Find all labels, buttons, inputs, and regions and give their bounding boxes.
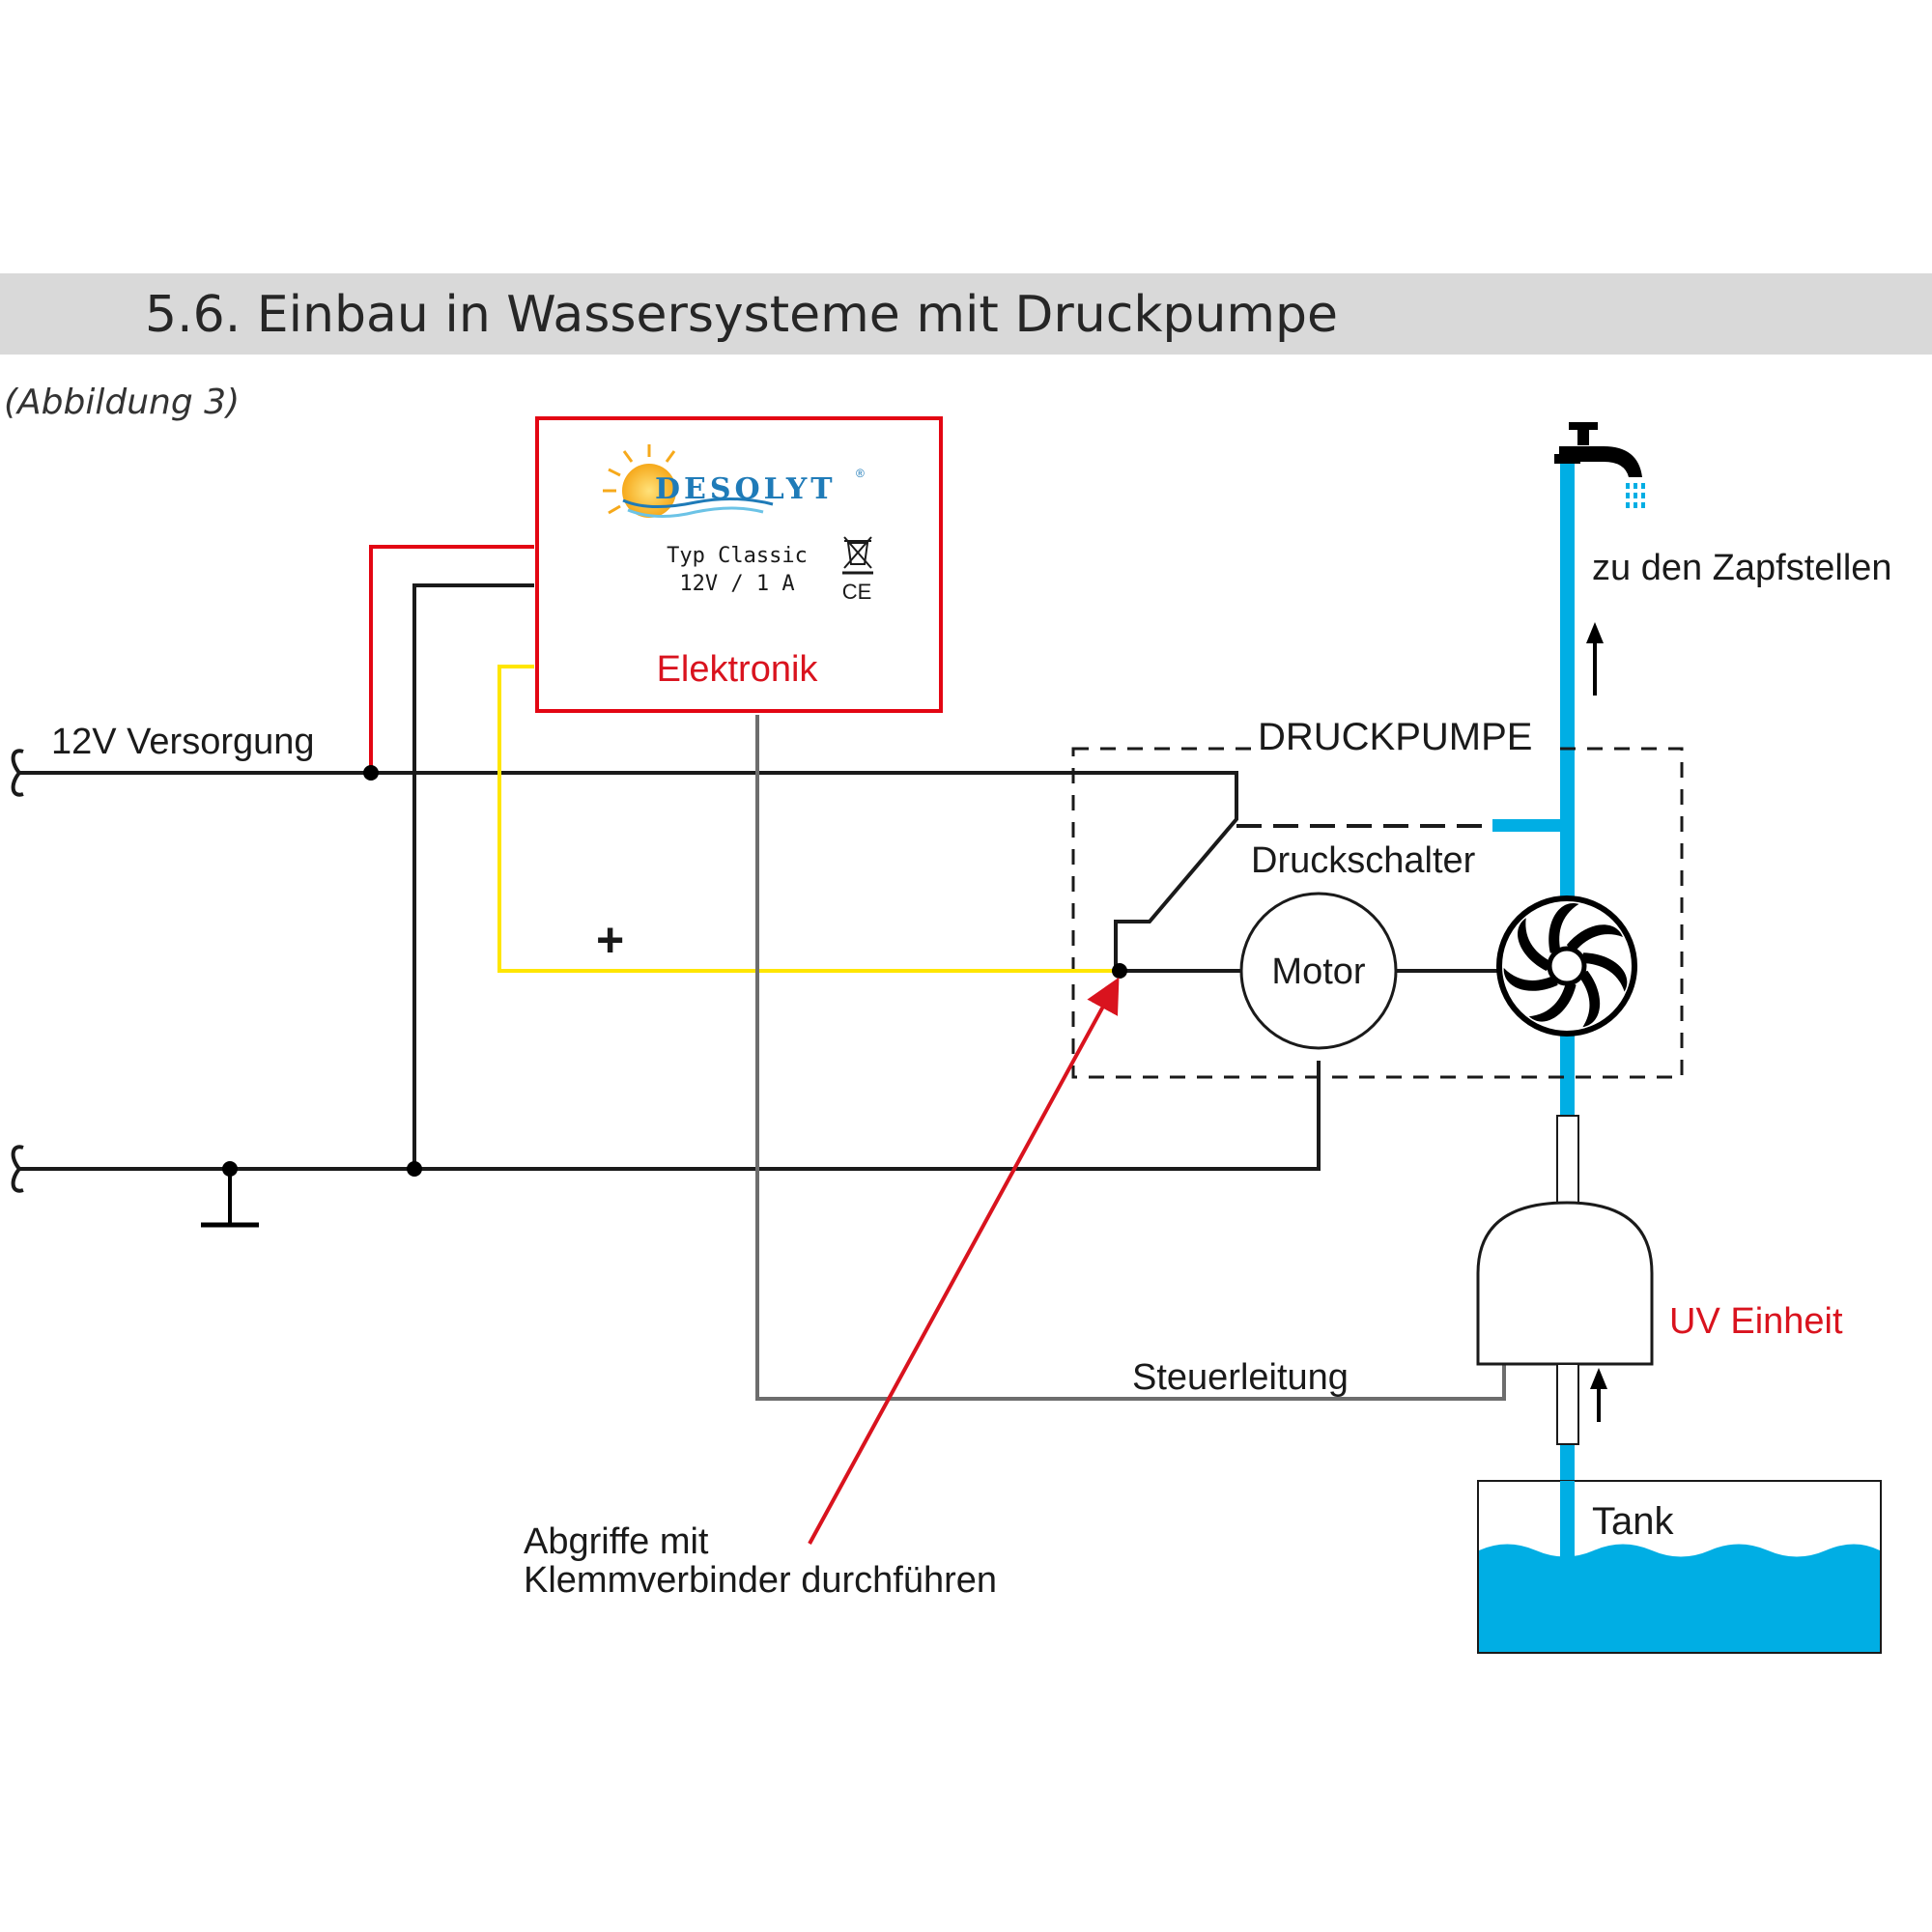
flow-arrow-up-icon bbox=[1586, 622, 1604, 696]
brand-registered-mark: ® bbox=[856, 467, 865, 480]
red-positive-wire bbox=[369, 545, 534, 773]
weee-bin-icon bbox=[842, 536, 873, 575]
black-ground-wire bbox=[412, 583, 534, 1169]
annotation-note-line2: Klemmverbinder durchführen bbox=[524, 1560, 997, 1601]
pressure-switch-label: Druckschalter bbox=[1251, 840, 1476, 881]
junction-dot bbox=[363, 765, 379, 781]
flow-arrow-up-icon bbox=[1590, 1368, 1607, 1422]
uv-inlet-tube bbox=[1556, 1363, 1579, 1445]
water-drops-icon bbox=[1626, 483, 1645, 508]
impeller-icon bbox=[1496, 895, 1637, 1037]
brand-name: DESOLYT bbox=[655, 472, 837, 506]
junction-dot bbox=[407, 1161, 422, 1177]
motor-label: Motor bbox=[1271, 952, 1365, 992]
sun-logo-icon bbox=[603, 444, 774, 519]
electronics-label: Elektronik bbox=[657, 649, 819, 690]
uv-unit-label: UV Einheit bbox=[1669, 1301, 1843, 1342]
ce-mark: CE bbox=[842, 580, 872, 604]
taps-label: zu den Zapfstellen bbox=[1592, 548, 1892, 588]
ground-symbol-icon bbox=[201, 1169, 259, 1228]
tank-water bbox=[1479, 1544, 1880, 1652]
tank-label: Tank bbox=[1592, 1500, 1674, 1543]
water-tap-icon bbox=[1559, 422, 1642, 477]
rating-line: 12V / 1 A bbox=[679, 572, 794, 596]
uv-outlet-tube bbox=[1556, 1115, 1579, 1204]
tap-junction-dot bbox=[1112, 963, 1127, 979]
wiring bbox=[19, 545, 1506, 1401]
pump-label: DRUCKPUMPE bbox=[1258, 716, 1532, 758]
yellow-signal-wire bbox=[497, 665, 1116, 973]
plus-label: + bbox=[596, 913, 624, 967]
wire-end-icon bbox=[11, 749, 24, 797]
page-title: 5.6. Einbau in Wassersysteme mit Druckpu… bbox=[145, 286, 1338, 344]
electronics-unit: DESOLYT ® Typ Classic 12V / 1 A CE Elekt… bbox=[535, 416, 943, 713]
wire-end-icon bbox=[11, 1145, 24, 1193]
header-band bbox=[0, 273, 1932, 355]
annotation-arrow bbox=[808, 977, 1120, 1545]
uv-unit-body bbox=[1476, 1201, 1654, 1366]
tank-pipe-in-water bbox=[1560, 1481, 1575, 1558]
control-line-wire bbox=[755, 715, 1506, 1401]
type-line: Typ Classic bbox=[667, 544, 808, 568]
annotation-note-line1: Abgriffe mit bbox=[524, 1521, 709, 1562]
supply-positive-line bbox=[19, 771, 1238, 969]
pipe-branch-to-switch bbox=[1492, 819, 1568, 832]
supply-ground-line bbox=[19, 1061, 1321, 1171]
motor-circle bbox=[1239, 892, 1398, 1050]
control-line-label: Steuerleitung bbox=[1132, 1357, 1349, 1398]
pump-label-mask bbox=[1256, 729, 1555, 762]
electronics-box bbox=[535, 416, 943, 713]
supply-label: 12V Versorgung bbox=[51, 722, 315, 762]
figure-caption: (Abbildung 3) bbox=[4, 383, 240, 422]
